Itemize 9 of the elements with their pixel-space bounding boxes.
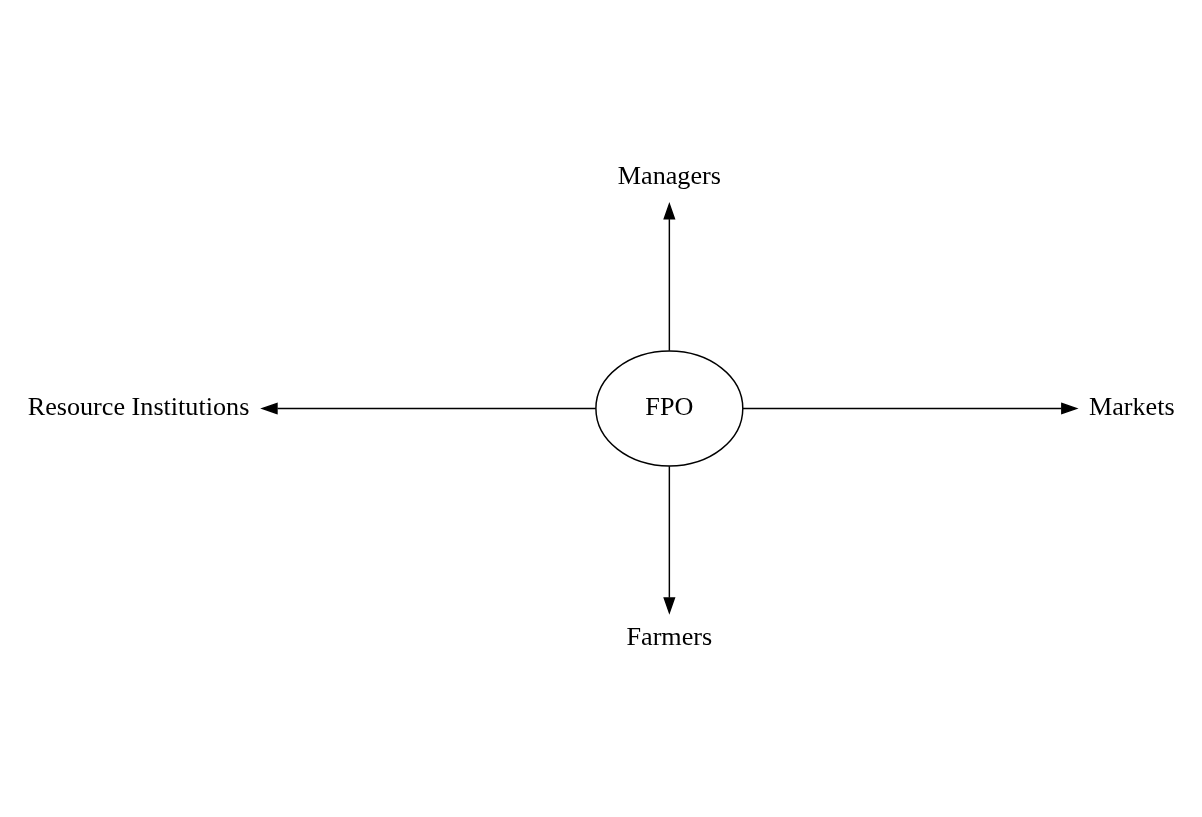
- node-text: Markets: [1088, 391, 1175, 421]
- arrow: [663, 202, 676, 352]
- node-text: Managers: [617, 161, 721, 191]
- arrow: [663, 465, 676, 615]
- arrow: [742, 402, 1079, 415]
- node-ellipse: FPO: [595, 350, 744, 467]
- arrow: [260, 402, 597, 415]
- node-text: Farmers: [626, 622, 713, 652]
- node-text: Resource Institutions: [27, 391, 250, 421]
